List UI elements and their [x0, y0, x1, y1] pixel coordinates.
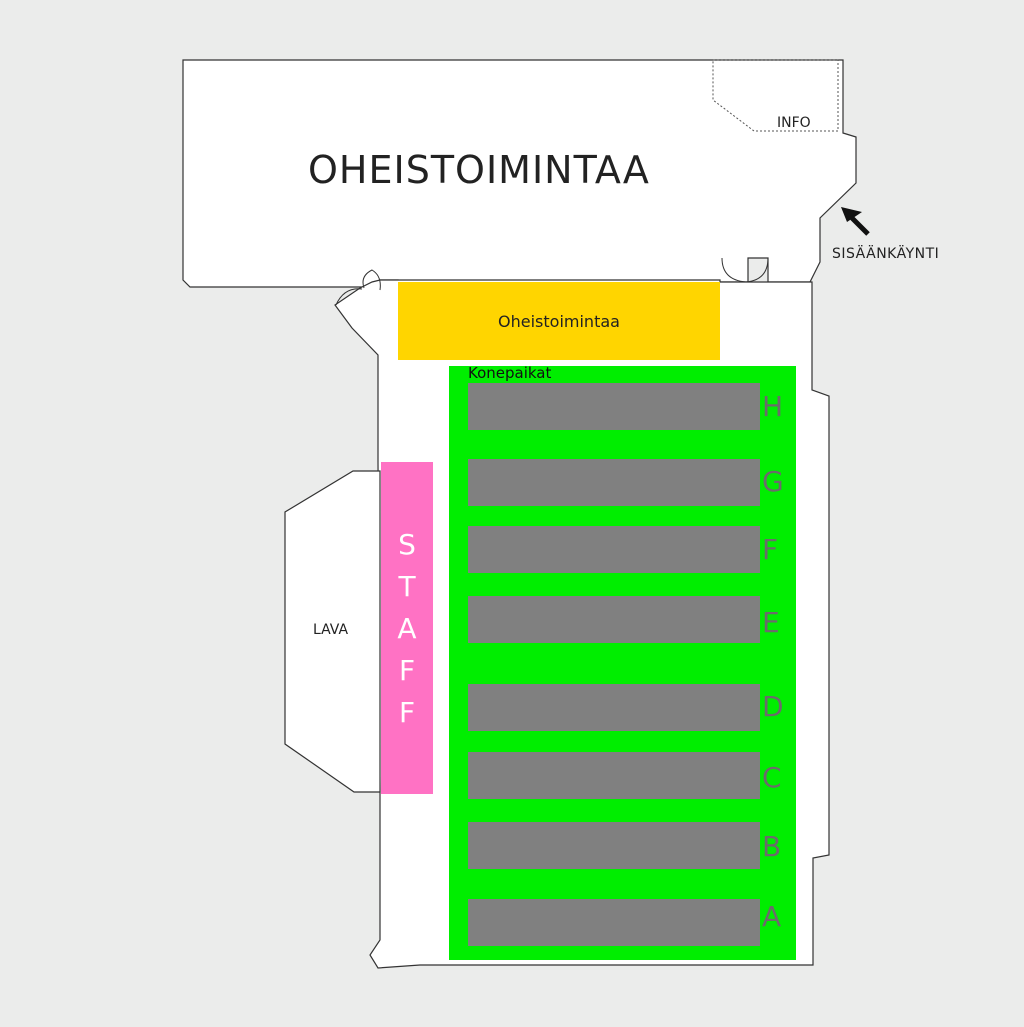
staff-letter: A	[397, 612, 417, 645]
row-c-letter: C	[762, 761, 782, 794]
stage-outline	[284, 470, 381, 793]
row-f-letter: F	[762, 533, 779, 566]
row-e-letter: E	[762, 606, 780, 639]
row-b-bar	[468, 822, 760, 869]
row-g-bar	[468, 459, 760, 506]
staff-zone	[381, 462, 433, 794]
info-booth	[712, 59, 839, 132]
row-d-letter: D	[762, 690, 784, 723]
machine-spots-label: Konepaikat	[468, 364, 552, 382]
row-c-bar	[468, 752, 760, 799]
door-left-1	[335, 288, 363, 306]
row-f-bar	[468, 526, 760, 573]
row-h-letter: H	[762, 390, 784, 423]
entrance-label: SISÄÄNKÄYNTI	[832, 246, 940, 262]
row-a-bar	[468, 899, 760, 946]
staff-letter: F	[398, 654, 416, 687]
stage-label: LAVA	[313, 622, 349, 638]
staff-letter: T	[398, 570, 416, 603]
info-label: INFO	[777, 115, 811, 131]
top-area-title: OHEISTOIMINTAA	[308, 148, 650, 192]
door-right-1	[721, 257, 747, 283]
row-a-letter: A	[762, 900, 782, 933]
staff-letter: S	[398, 528, 416, 561]
staff-letter: F	[398, 696, 416, 729]
row-d-bar	[468, 684, 760, 731]
row-b-letter: B	[762, 830, 782, 863]
side-activities-zone: Oheistoimintaa	[398, 282, 720, 360]
row-e-bar	[468, 596, 760, 643]
door-left-2	[362, 269, 381, 291]
entrance-arrow-icon	[841, 207, 870, 236]
row-g-letter: G	[762, 465, 784, 498]
door-right-2	[745, 257, 769, 283]
side-activities-label: Oheistoimintaa	[498, 312, 620, 331]
row-h-bar	[468, 383, 760, 430]
machine-spots-zone	[449, 366, 796, 960]
